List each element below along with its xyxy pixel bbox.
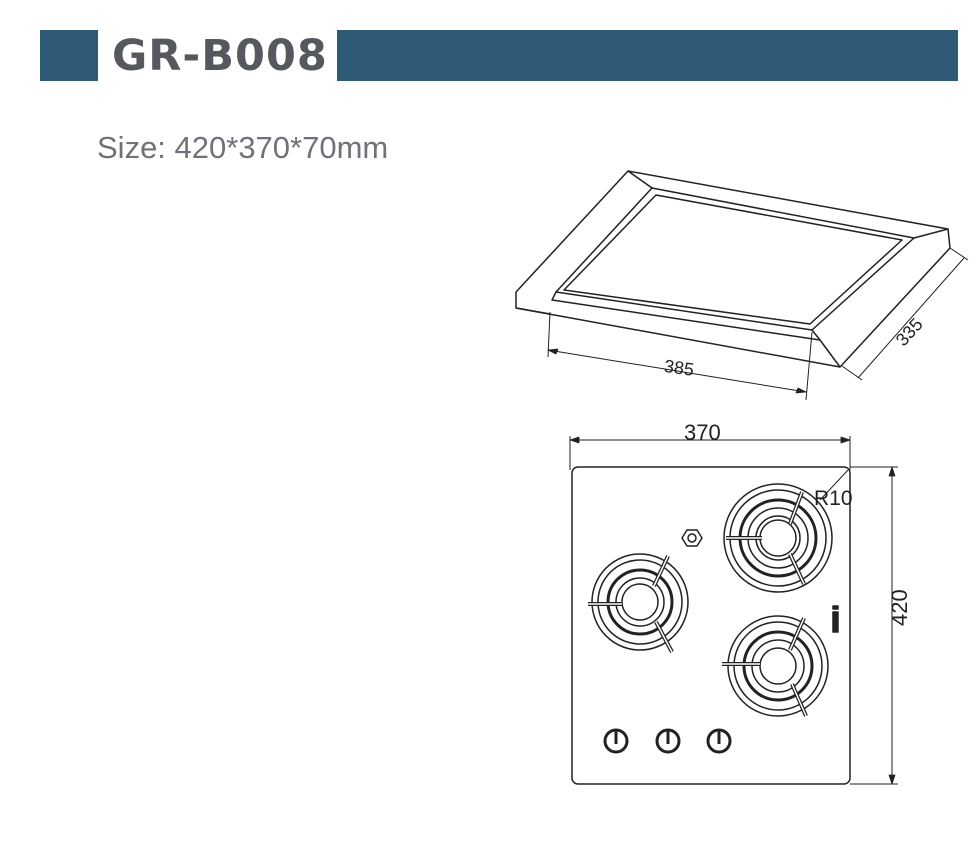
cutout-frame-drawing (515, 170, 969, 401)
hob-height-label: 420 (887, 589, 912, 626)
burner-large (723, 483, 833, 593)
cutout-depth-label: 335 (892, 314, 927, 350)
size-label: Size: 420*370*70mm (97, 130, 389, 165)
hob-width-label: 370 (684, 420, 721, 445)
knob-1 (603, 728, 629, 754)
knob-3 (706, 728, 732, 754)
model-title: GR-B008 (112, 31, 328, 81)
cutout-width-label: 385 (663, 356, 696, 380)
frame-outline (515, 170, 951, 368)
hob-panel (571, 466, 851, 785)
frame-front-rim (551, 291, 821, 341)
corner-radius-label: R10 (814, 487, 853, 510)
knob-2 (655, 728, 681, 754)
header-accent-bar (337, 30, 958, 81)
burner-left (588, 553, 689, 653)
burner-bottom (722, 615, 829, 717)
hob-top-view-drawing (569, 436, 898, 785)
header-accent-block (40, 30, 98, 81)
frame-inner-opening (555, 187, 915, 331)
igniter-icon (832, 605, 839, 633)
gas-inlet-icon (681, 529, 703, 547)
